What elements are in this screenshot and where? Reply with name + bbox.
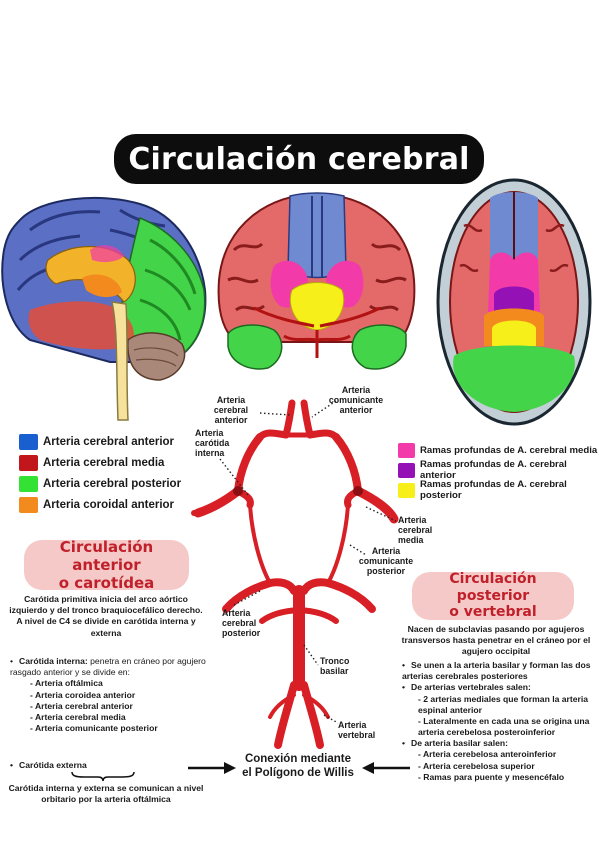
- list-item: Arteria comunicante posterior: [30, 723, 210, 734]
- label-cerebral-media: Arteria cerebral media: [398, 515, 433, 546]
- legend-item: Ramas profundas de A. cerebral media: [398, 440, 599, 460]
- legend-right: Ramas profundas de A. cerebral media Ram…: [398, 440, 599, 501]
- label-cerebral-anterior: Arteria cerebral anterior: [213, 395, 249, 426]
- interna-list: Arteria oftálmica Arteria coroidea anter…: [10, 678, 210, 734]
- legend-item: Ramas profundas de A. cerebral anterior: [398, 459, 599, 481]
- brace-icon: [71, 771, 135, 782]
- label-carotida-interna: Arteria carótida interna: [195, 428, 230, 459]
- sagittal-brain-illustration: [1, 196, 207, 421]
- anterior-closing: Carótida interna y externa se comunican …: [8, 783, 204, 805]
- list-item: Arteria oftálmica: [30, 678, 210, 689]
- basilar-list: Arteria cerebelosa anteroinferior Arteri…: [402, 749, 598, 783]
- axial-brain-illustration: [436, 178, 592, 426]
- label-cerebral-posterior: Arteria cerebral posterior: [222, 608, 261, 639]
- anterior-interna: Carótida interna: penetra en cráneo por …: [10, 656, 210, 734]
- arrow-right-icon: [188, 762, 236, 774]
- list-item: Arteria coroidea anterior: [30, 690, 210, 701]
- label-comunicante-posterior: Arteria comunicante posterior: [358, 546, 414, 577]
- list-item: Arteria cerebelosa superior: [418, 761, 598, 772]
- arrow-left-icon: [362, 762, 410, 774]
- circle-of-willis-illustration: [191, 399, 399, 749]
- posterior-intro: Nacen de subclavias pasando por agujeros…: [401, 624, 591, 657]
- legend-item: Arteria cerebral media: [19, 452, 181, 473]
- legend-item: Arteria cerebral anterior: [19, 431, 181, 452]
- coronal-brain-illustration: [217, 192, 416, 370]
- vertebral-list: 2 arterias mediales que forman la arteri…: [402, 694, 598, 739]
- list-item: Arteria cerebral anterior: [30, 701, 210, 712]
- legend-item: Arteria cerebral posterior: [19, 473, 181, 494]
- posterior-heading: Circulación posterior o vertebral: [412, 571, 574, 620]
- anterior-intro: Carótida primitiva inicia del arco aórti…: [9, 594, 203, 638]
- legend-left: Arteria cerebral anterior Arteria cerebr…: [19, 431, 181, 515]
- anterior-heading: Circulación anterior o carotídea: [24, 538, 189, 592]
- center-caption: Conexión mediante el Polígono de Willis: [242, 753, 354, 780]
- list-item: Ramas para puente y mesencéfalo: [418, 772, 598, 783]
- label-vertebral: Arteria vertebral: [338, 720, 376, 741]
- posterior-details: Se unen a la arteria basilar y forman la…: [402, 660, 598, 783]
- list-item: 2 arterias mediales que forman la arteri…: [418, 694, 598, 716]
- list-item: Arteria cerebelosa anteroinferior: [418, 749, 598, 760]
- label-tronco-basilar: Tronco basilar: [320, 656, 350, 677]
- legend-item: Arteria coroidal anterior: [19, 494, 181, 515]
- page-title: Circulación cerebral: [114, 134, 484, 184]
- list-item: Lateralmente en cada una se origina una …: [418, 716, 598, 738]
- list-item: Arteria cerebral media: [30, 712, 210, 723]
- label-comunicante-anterior: Arteria comunicante anterior: [328, 385, 384, 416]
- legend-item: Ramas profundas de A. cerebral posterior: [398, 479, 599, 501]
- anterior-externa: Carótida externa: [10, 760, 130, 771]
